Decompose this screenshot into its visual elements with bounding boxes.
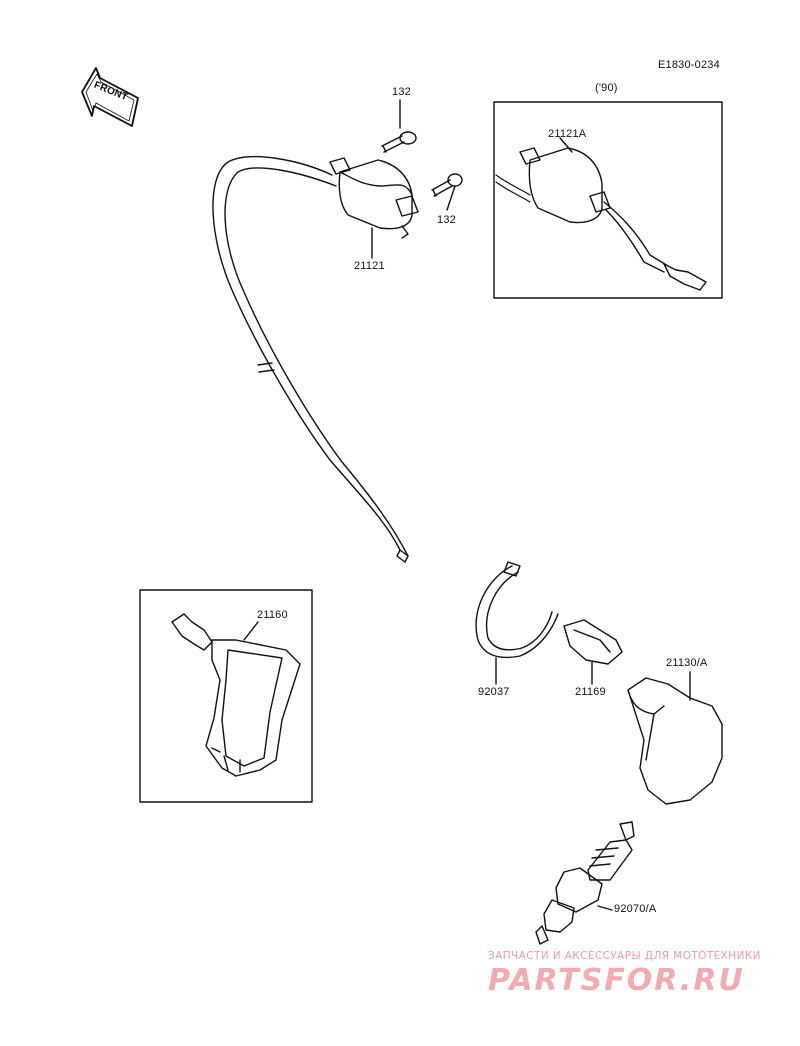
part-number-bolt-lower: 132 [437, 214, 456, 226]
plug-cap [627, 671, 723, 805]
part-number-cap: 21130/A [666, 657, 708, 669]
part-number-clip: 21169 [575, 686, 606, 698]
diagram-code: E1830-0234 [658, 59, 720, 71]
part-number-coil-alt: 21121A [548, 128, 587, 140]
plug-cap-boxed [171, 613, 301, 777]
ignition-coil [329, 157, 419, 259]
part-number-clamp: 92037 [478, 686, 510, 698]
bolt-upper-icon [381, 99, 417, 153]
part-number-cap-boxed: 21160 [257, 609, 288, 621]
clamp [475, 561, 559, 685]
part-number-coil: 21121 [354, 260, 385, 272]
variant-label: ('90) [595, 82, 618, 94]
spark-plug [535, 821, 635, 945]
watermark-tagline: ЗАПЧАСТИ И АКСЕССУАРЫ ДЛЯ МОТОТЕХНИКИ [488, 950, 761, 962]
ht-lead [212, 156, 409, 563]
variant-box [493, 101, 723, 299]
ignition-coil-alt [495, 137, 707, 291]
part-number-bolt-upper: 132 [392, 86, 411, 98]
front-arrow-icon [81, 67, 139, 127]
part-number-plug: 92070/A [614, 903, 657, 915]
bolt-lower-icon [431, 173, 463, 211]
watermark-brand: PARTSFOR.RU [488, 963, 745, 998]
cap-box [139, 589, 313, 803]
clip [563, 619, 623, 685]
